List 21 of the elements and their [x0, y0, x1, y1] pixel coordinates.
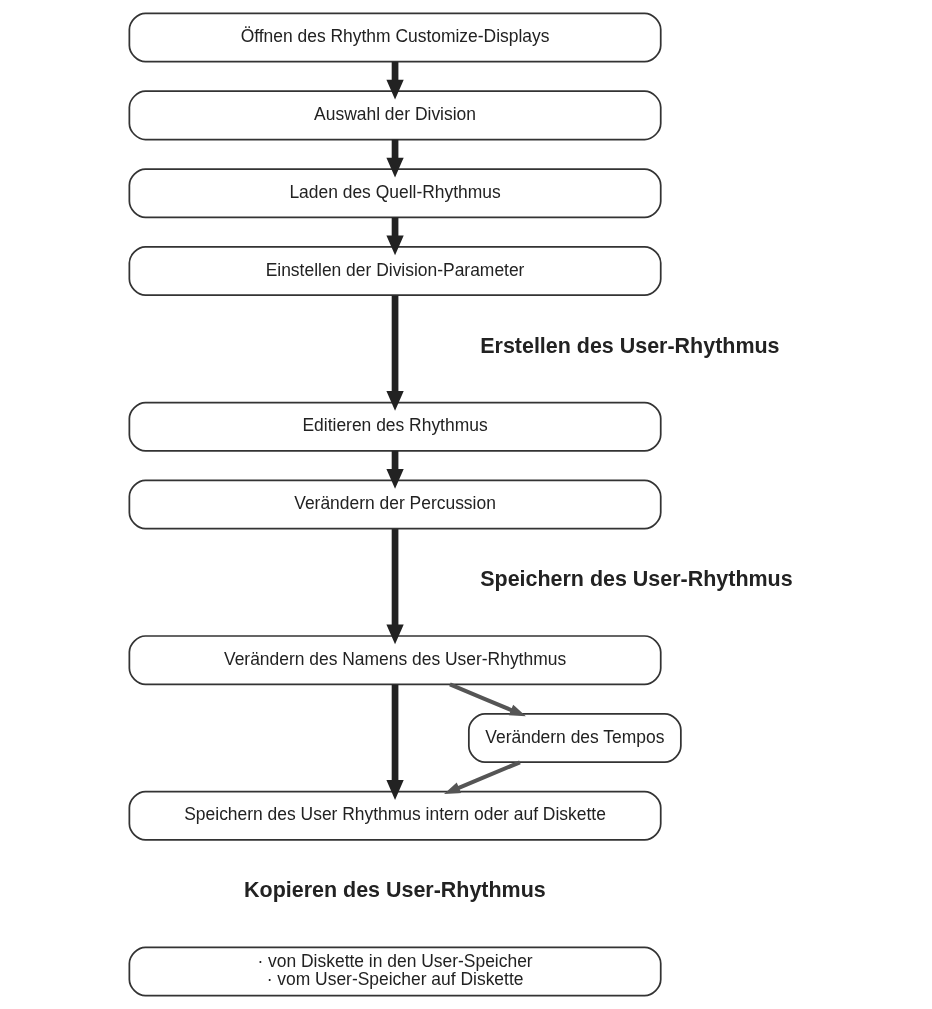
- arrow: [385, 684, 404, 800]
- arrow: [385, 61, 404, 100]
- node-box: Laden des Quell-Rhythmus: [128, 168, 662, 219]
- node-box: Einstellen der Division-Parameter: [128, 246, 662, 297]
- node-box: Verändern des Namens des User-Rhythmus: [128, 635, 662, 686]
- node-box: Verändern des Tempos: [467, 712, 682, 763]
- label: Kopieren des User-Rhythmus: [243, 878, 546, 903]
- node-box: Speichern des User Rhythmus intern oder auf Diskette: [128, 790, 662, 841]
- arrow: [385, 450, 404, 489]
- node-box: Auswahl der Division: [128, 90, 662, 141]
- node-box: Öffnen des Rhythm Customize-Displays: [128, 12, 662, 63]
- node-box: Verändern der Percussion: [128, 479, 662, 530]
- label: Erstellen des User-Rhythmus: [479, 333, 779, 358]
- arrow: [448, 682, 526, 717]
- arrow: [385, 295, 404, 411]
- arrow: [385, 217, 404, 256]
- arrow: [385, 139, 404, 178]
- node-box: Editieren des Rhythmus: [128, 401, 662, 452]
- label: Speichern des User-Rhythmus: [479, 567, 793, 592]
- node-box: · von Diskette in den User-Speicher · vom User-Speicher auf Diskette: [128, 946, 662, 997]
- arrow: [443, 760, 521, 794]
